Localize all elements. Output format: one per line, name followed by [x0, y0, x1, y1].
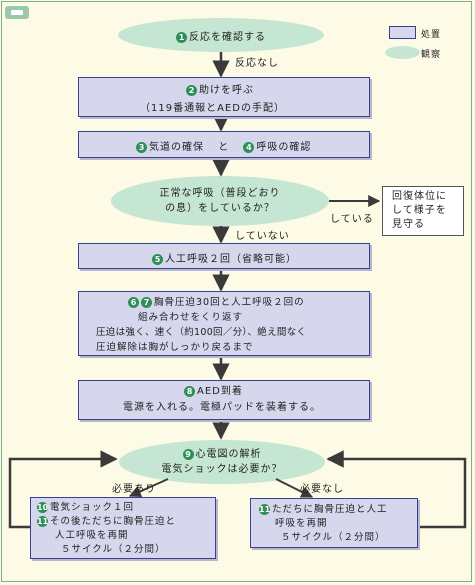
node-text: ５サイクル（２分間）: [61, 544, 166, 555]
edge-label-no-response: 反応なし: [235, 58, 279, 69]
oval-normal-breathing: [111, 176, 329, 226]
node-text: 気道の確保: [149, 142, 204, 153]
step-badge: 11: [37, 516, 49, 527]
node-text: 人工呼吸を再開: [55, 530, 129, 541]
node-text: 組み合わせをくり返す: [138, 312, 244, 323]
legend-action-swatch: [389, 26, 416, 39]
node-text: 心電図の解析: [195, 449, 262, 460]
step-badge: 2: [186, 85, 197, 96]
step-badge: 9: [182, 449, 194, 460]
edge-label-not-breathing: していない: [235, 231, 290, 242]
edge-label-breathing: している: [330, 214, 374, 225]
step-badge: 1: [176, 32, 187, 43]
step-badge: 11: [259, 504, 271, 515]
node-text: 見守る: [392, 219, 425, 230]
node-text: AED到着: [197, 386, 243, 397]
node-text: ５サイクル（２分間）: [281, 532, 386, 543]
node-text: して様子を: [392, 205, 447, 216]
node-text: の息）をしているか？: [165, 203, 275, 214]
node-text: 呼吸を再開: [275, 518, 328, 529]
oval-check-response: [118, 18, 324, 52]
step-badge: 6: [128, 297, 139, 308]
oval-ecg-analysis: [119, 440, 325, 484]
node-text: 反応を確認する: [189, 32, 266, 43]
node-text: 回復体位に: [392, 191, 447, 202]
step-badge: 7: [141, 297, 152, 308]
loop-right: [326, 450, 467, 529]
node-text: 電気ショック１回: [50, 502, 135, 513]
node-text: 人工呼吸２回（省略可能）: [165, 254, 297, 265]
step-badge: 4: [243, 142, 255, 153]
step-badge: 3: [136, 142, 147, 153]
node-text: 呼吸の確認: [256, 142, 312, 153]
node-text: 助けを呼ぶ: [199, 85, 254, 96]
step-badge: 8: [184, 386, 195, 397]
legend-observe-swatch: [385, 46, 420, 59]
node-recovery-position: 回復体位に して様子を 見守る: [382, 186, 464, 236]
arrow-to-shock: [128, 478, 169, 498]
node-text: 圧迫解除は胸がしっかり戻るまで: [96, 342, 254, 353]
node-text: ただちに胸骨圧迫と人工: [272, 504, 388, 515]
node-text: 胸骨圧迫30回と人工呼吸２回の: [154, 297, 305, 308]
node-text: その後ただちに胸骨圧迫と: [50, 516, 177, 527]
node-text: 電源を入れる。電極パッドを装着する。: [123, 402, 321, 413]
document-tab-icon: [5, 6, 29, 19]
node-text: 圧迫は強く、速く（約100回／分）、絶え間なく: [96, 327, 307, 338]
legend-observe-label: 観察: [421, 50, 442, 60]
edge-label-shock-not-needed: 必要なし: [300, 484, 344, 495]
node-text: 電気ショックは必要か？: [161, 464, 283, 475]
step-badge: 10: [37, 502, 49, 513]
edge-label-shock-needed: 必要あり: [112, 484, 156, 495]
arrow-to-no-shock: [275, 478, 314, 498]
node-text: （119番通報とAEDの手配）: [140, 103, 285, 114]
loop-left: [8, 450, 118, 529]
legend-action-label: 処置: [421, 30, 442, 40]
node-normal-breathing-question: 正常な呼吸（普段どおり の息）をしているか？: [120, 186, 320, 216]
step-badge: 5: [152, 254, 163, 265]
node-text: と: [218, 142, 230, 153]
node-text: 正常な呼吸（普段どおり: [159, 188, 281, 199]
